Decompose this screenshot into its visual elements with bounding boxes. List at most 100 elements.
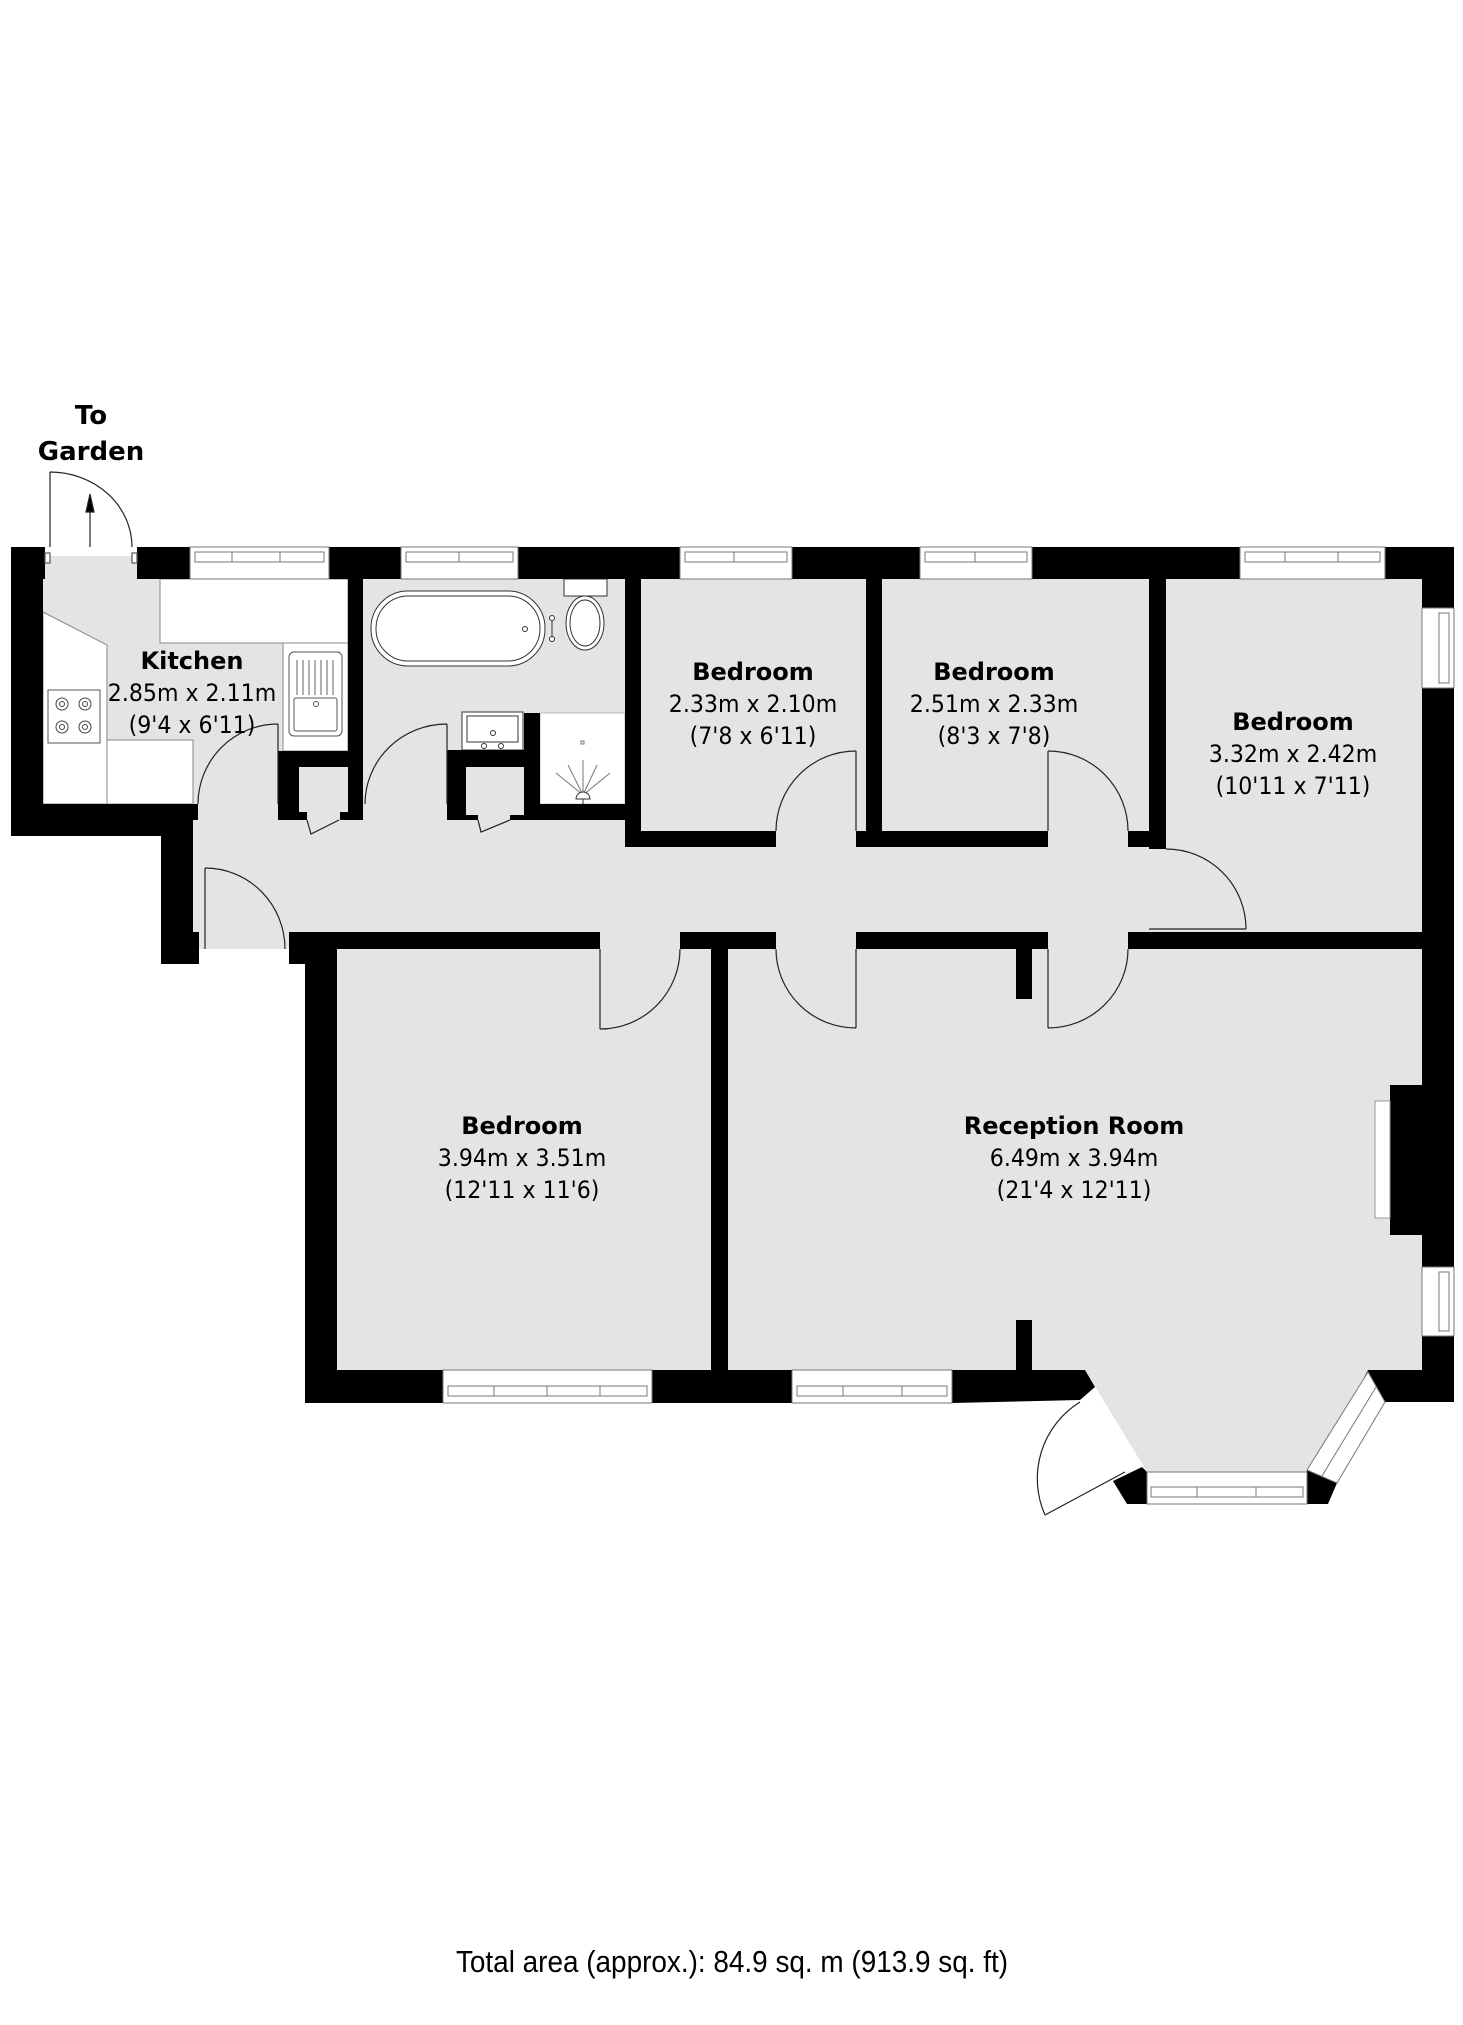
bathtub-inner [375,595,541,662]
toilet-cistern [563,578,608,597]
wall [625,831,776,847]
wall [856,831,1048,847]
bath-tap [549,615,555,621]
wall [11,547,45,579]
wall [1016,1320,1032,1371]
doors [44,471,1247,1516]
window [679,546,793,580]
room-name: Bedroom [461,1112,583,1140]
room-imperial: (12'11 x 11'6) [444,1176,600,1204]
bedroom-2-door [1047,750,1129,832]
cupboard-door [306,819,340,835]
wall [137,547,190,579]
wall [348,579,363,820]
bedroom-4-floor [337,949,711,1370]
room-name: Reception Room [963,1112,1185,1140]
room-metric: 2.51m x 2.33m [909,690,1079,718]
garden-door [44,471,138,564]
hob [47,689,101,744]
to-garden-label: To Garden [37,401,145,467]
room-metric: 2.33m x 2.10m [668,690,838,718]
wall [11,820,193,836]
bedroom-4-door [599,948,681,1030]
wall [1032,547,1240,579]
room-label-bedroom-4: Bedroom 3.94m x 3.51m (12'11 x 11'6) [430,1110,613,1206]
room-metric: 3.94m x 3.51m [437,1144,607,1172]
wall [329,547,401,579]
room-metric: 6.49m x 3.94m [989,1144,1159,1172]
bay-wall [1113,1467,1147,1504]
wall [711,949,728,1370]
wall [1128,932,1454,949]
total-area-caption: Total area (approx.): 84.9 sq. m (913.9 … [455,1944,1009,1979]
wall [856,932,1048,949]
wall [952,1370,1095,1403]
sink-drain [313,701,319,707]
sink-bowl [293,697,338,732]
wall [161,932,199,964]
room-name: Bedroom [933,658,1055,686]
reception-door-right [1047,948,1129,1029]
windows [189,546,1455,1505]
wall [1385,547,1454,579]
window [1239,546,1386,580]
bathroom-fixtures [370,578,626,805]
bay-wall [1307,1470,1337,1504]
bath-tap [549,636,555,642]
wall [305,1370,443,1403]
hall-entrance-floor [199,932,289,949]
wall [652,1370,792,1403]
room-label-bedroom-2: Bedroom 2.51m x 2.33m (8'3 x 7'8) [902,656,1085,752]
room-metric: 2.85m x 2.11m [107,679,277,707]
room-label-bedroom-1: Bedroom 2.33m x 2.10m (7'8 x 6'11) [661,656,844,752]
reception-door-left [775,948,857,1029]
window [1421,607,1455,689]
bedroom-1-floor [641,579,866,831]
room-name: Bedroom [692,658,814,686]
wall [11,579,43,836]
bedroom-3-door [1149,848,1247,930]
room-label-kitchen: Kitchen 2.85m x 2.11m (9'4 x 6'11) [100,645,283,741]
door-gap-rec1 [776,932,856,949]
wall [305,949,337,1403]
room-imperial: (10'11 x 7'11) [1215,772,1371,800]
window [791,1369,953,1404]
room-imperial: (8'3 x 7'8) [937,722,1051,750]
wall [161,836,193,932]
walls [11,547,1454,1504]
bay-side-window [1306,1371,1386,1484]
hob-rings-icon [55,697,92,734]
counter-bottom [106,739,194,805]
kitchen-door [197,723,279,805]
room-name: Bedroom [1232,708,1354,736]
window [400,546,519,580]
bedroom-1-door [775,750,857,832]
hallway-floor [193,804,1166,932]
cupboard-door [477,819,511,833]
reception-floor [728,949,1422,1370]
room-imperial: (7'8 x 6'11) [689,722,817,750]
room-imperial: (21'4 x 12'11) [996,1176,1152,1204]
door-gap-rec2 [1048,932,1128,949]
room-name: Kitchen [140,647,244,675]
wall [1016,949,1032,999]
bay-floor [1085,1370,1368,1472]
wall [792,547,920,579]
wall [1128,831,1149,847]
room-label-reception: Reception Room 6.49m x 3.94m (21'4 x 12'… [964,1110,1185,1206]
wall [289,932,600,949]
wall [11,804,198,820]
wall [625,579,641,847]
bedroom-3-floor [1166,579,1422,932]
wall [289,949,305,964]
arrow-up-icon [85,493,95,547]
wall [518,547,680,579]
room-metric: 3.32m x 2.42m [1208,740,1378,768]
toilet-seat [569,599,601,647]
chimney-breast [1390,1085,1422,1235]
door-gap-bed4 [600,932,680,949]
wall [866,579,882,831]
window [189,546,330,580]
basin-bowl [466,715,519,743]
